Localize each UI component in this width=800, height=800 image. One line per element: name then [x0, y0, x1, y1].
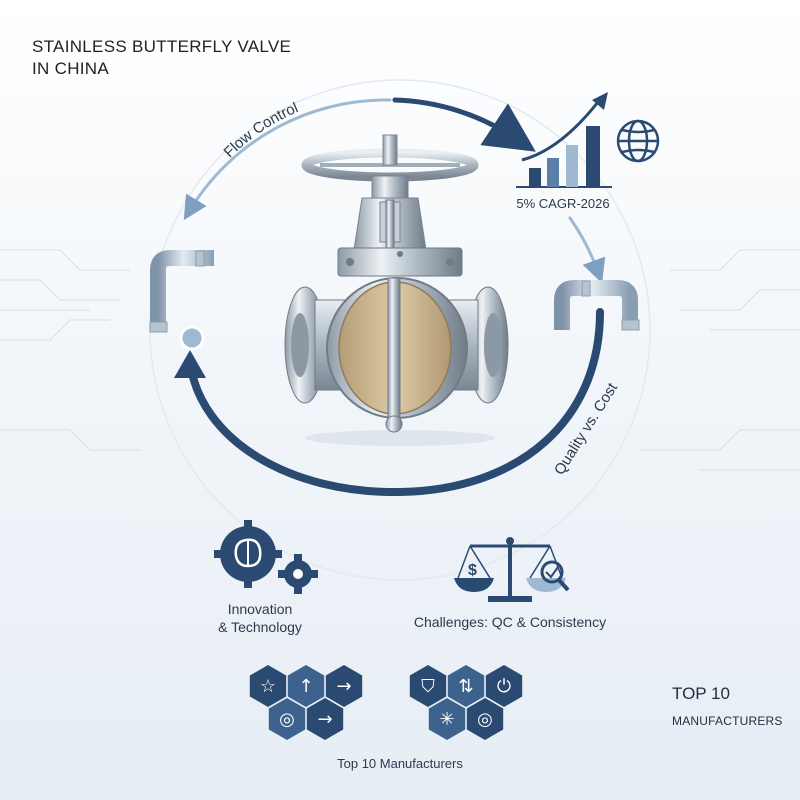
arrow-right-icon: → — [336, 676, 351, 697]
cagr-label: 5% CAGR-2026 — [516, 196, 610, 211]
hexagon-tile — [409, 665, 447, 707]
cycle-arrow-right — [568, 216, 606, 284]
swap-vertical-icon: ⇅ — [458, 676, 473, 697]
snowflake-icon: ✳ — [439, 709, 454, 730]
challenges-caption: Challenges: QC & Consistency — [413, 614, 607, 630]
arrow-right-icon: → — [317, 709, 332, 730]
hexagon-tile — [287, 665, 325, 707]
cycle-arrow-top-left — [183, 98, 392, 221]
hexagon-tile — [428, 698, 466, 740]
target-icon: ◎ — [279, 709, 295, 730]
hex-icon-group-right: ⛉ ⇅ ⏻ ✳ ◎ — [409, 665, 523, 740]
innovation-line-1: Innovation — [227, 601, 293, 617]
hexagon-tile — [447, 665, 485, 707]
pipe-right-icon — [554, 280, 640, 331]
shield-icon: ⛉ — [421, 676, 435, 697]
hexagon-tile — [249, 665, 287, 707]
dollar-icon: $ — [468, 562, 477, 579]
innovation-caption: Innovation & Technology — [180, 600, 340, 636]
star-icon: ☆ — [260, 676, 276, 697]
cycle-arrowhead-left — [174, 350, 206, 378]
hex-icon-group-left: ☆↑→◎→ — [249, 665, 363, 740]
butterfly-valve-illustration — [284, 134, 509, 446]
top10-subheadline: MANUFACTURERS — [672, 714, 783, 728]
manufacturers-caption: Top 10 Manufacturers — [337, 756, 463, 771]
page-title: STAINLESS BUTTERFLY VALVE IN CHINA — [32, 36, 291, 80]
circuit-decoration — [0, 249, 800, 471]
title-line-1: STAINLESS BUTTERFLY VALVE — [32, 37, 292, 56]
pipe-left-icon — [149, 250, 214, 333]
cycle-node-dot — [179, 325, 205, 351]
arrow-up-icon: ↑ — [298, 676, 313, 697]
brain-gear-icon — [214, 520, 318, 594]
hexagon-tile — [268, 698, 306, 740]
power-icon: ⏻ — [497, 676, 511, 697]
growth-chart-icon — [516, 92, 612, 188]
top10-headline: TOP 10 — [672, 684, 730, 703]
hexagon-tile — [485, 665, 523, 707]
hexagon-tile — [325, 665, 363, 707]
title-line-2: IN CHINA — [32, 59, 110, 78]
globe-icon — [616, 119, 660, 163]
cycle-arrow-bottom — [186, 308, 604, 497]
target-icon: ◎ — [477, 709, 493, 730]
hexagon-tile — [306, 698, 344, 740]
balance-scale-icon: $ — [454, 537, 570, 602]
hexagon-tile — [466, 698, 504, 740]
cycle-arrow-top — [392, 97, 536, 152]
innovation-line-2: & Technology — [218, 619, 302, 635]
cycle-label-flow-control: Flow Control — [221, 99, 301, 161]
